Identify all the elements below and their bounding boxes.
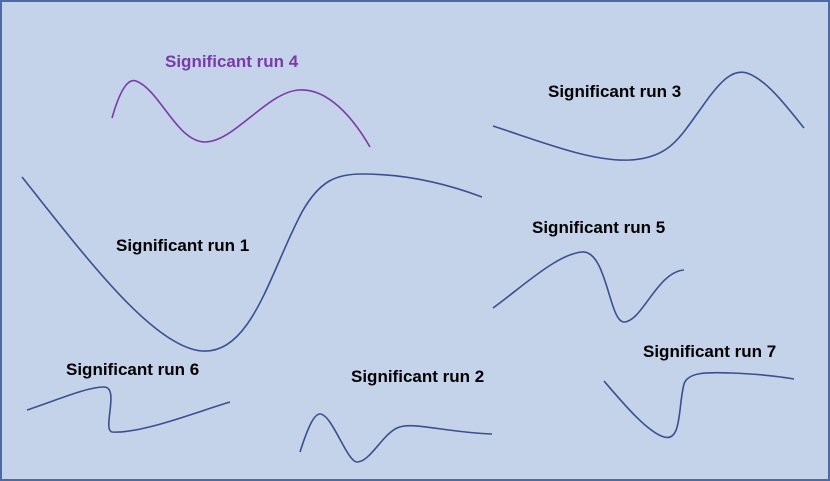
label-run-6: Significant run 6 bbox=[66, 360, 200, 379]
curve-run-3 bbox=[492, 71, 805, 161]
curve-run-5 bbox=[492, 251, 685, 323]
curve-run-1 bbox=[21, 173, 483, 352]
curve-run-2 bbox=[299, 413, 493, 463]
label-run-1: Significant run 1 bbox=[116, 236, 250, 255]
curve-run-6 bbox=[26, 386, 231, 433]
label-run-3: Significant run 3 bbox=[548, 82, 682, 101]
label-run-4: Significant run 4 bbox=[165, 52, 299, 71]
label-run-2: Significant run 2 bbox=[351, 367, 485, 386]
curve-run-7 bbox=[603, 371, 795, 439]
curve-run-4 bbox=[111, 79, 371, 148]
label-run-7: Significant run 7 bbox=[643, 342, 777, 361]
label-run-5: Significant run 5 bbox=[532, 218, 666, 237]
